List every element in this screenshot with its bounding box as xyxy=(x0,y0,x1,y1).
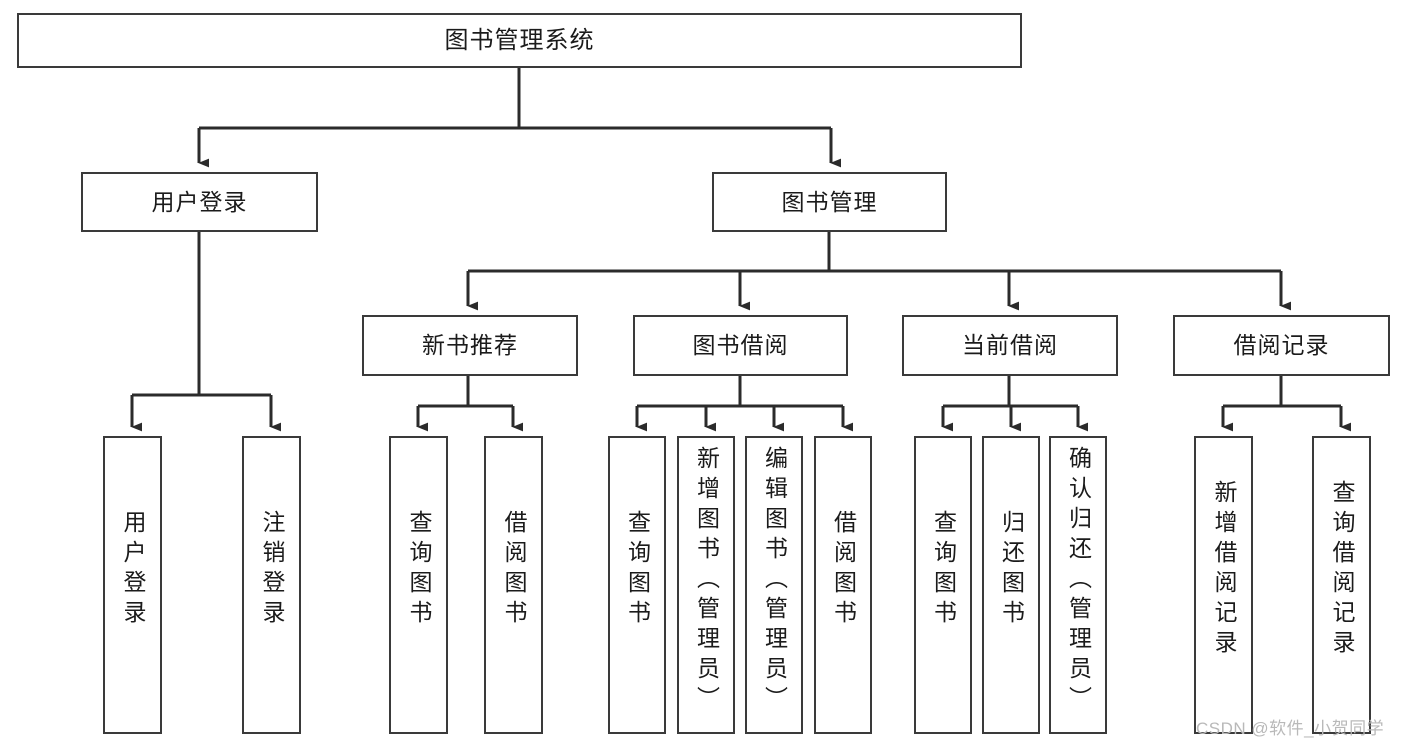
node-leaf-add-book[interactable]: 新增图书（管理员） xyxy=(677,436,735,734)
node-leaf-query-record[interactable]: 查询借阅记录 xyxy=(1312,436,1371,734)
node-root[interactable]: 图书管理系统 xyxy=(17,13,1022,68)
node-leaf-query-book-3-label: 查询图书 xyxy=(930,510,957,630)
node-leaf-user-login-label: 用户登录 xyxy=(120,510,146,630)
node-new-book-recommend[interactable]: 新书推荐 xyxy=(362,315,578,376)
node-leaf-borrow-book-1-label: 借阅图书 xyxy=(501,510,527,630)
node-leaf-logout-label: 注销登录 xyxy=(259,510,285,630)
node-leaf-edit-book-label: 编辑图书（管理员） xyxy=(761,446,788,716)
node-leaf-query-book-2[interactable]: 查询图书 xyxy=(608,436,666,734)
node-root-label: 图书管理系统 xyxy=(444,26,595,54)
node-leaf-query-book-3[interactable]: 查询图书 xyxy=(914,436,972,734)
node-leaf-borrow-book-2[interactable]: 借阅图书 xyxy=(814,436,872,734)
node-new-book-recommend-label: 新书推荐 xyxy=(422,332,518,358)
node-leaf-borrow-book-1[interactable]: 借阅图书 xyxy=(484,436,543,734)
node-leaf-edit-book[interactable]: 编辑图书（管理员） xyxy=(745,436,803,734)
node-leaf-logout[interactable]: 注销登录 xyxy=(242,436,301,734)
csdn-watermark: CSDN @软件_小贺同学 xyxy=(1196,719,1385,738)
node-leaf-add-book-label: 新增图书（管理员） xyxy=(693,446,720,716)
node-current-borrow[interactable]: 当前借阅 xyxy=(902,315,1118,376)
node-leaf-confirm-return[interactable]: 确认归还（管理员） xyxy=(1049,436,1107,734)
node-leaf-query-book-1-label: 查询图书 xyxy=(406,510,432,630)
node-leaf-return-book-label: 归还图书 xyxy=(998,510,1025,630)
node-leaf-borrow-book-2-label: 借阅图书 xyxy=(830,510,857,630)
node-leaf-query-book-2-label: 查询图书 xyxy=(624,510,651,630)
node-leaf-add-record-label: 新增借阅记录 xyxy=(1211,480,1237,660)
node-book-manage-label: 图书管理 xyxy=(781,188,878,215)
node-user-login-label: 用户登录 xyxy=(151,188,248,215)
node-book-borrow-label: 图书借阅 xyxy=(692,332,789,358)
node-leaf-query-record-label: 查询借阅记录 xyxy=(1329,480,1355,660)
node-current-borrow-label: 当前借阅 xyxy=(962,332,1058,358)
node-leaf-query-book-1[interactable]: 查询图书 xyxy=(389,436,448,734)
node-leaf-user-login[interactable]: 用户登录 xyxy=(103,436,162,734)
node-borrow-record[interactable]: 借阅记录 xyxy=(1173,315,1390,376)
node-book-borrow[interactable]: 图书借阅 xyxy=(633,315,848,376)
node-leaf-add-record[interactable]: 新增借阅记录 xyxy=(1194,436,1253,734)
node-book-manage[interactable]: 图书管理 xyxy=(712,172,947,232)
node-user-login[interactable]: 用户登录 xyxy=(81,172,318,232)
node-leaf-return-book[interactable]: 归还图书 xyxy=(982,436,1040,734)
node-leaf-confirm-return-label: 确认归还（管理员） xyxy=(1065,446,1092,716)
node-borrow-record-label: 借阅记录 xyxy=(1233,332,1330,358)
